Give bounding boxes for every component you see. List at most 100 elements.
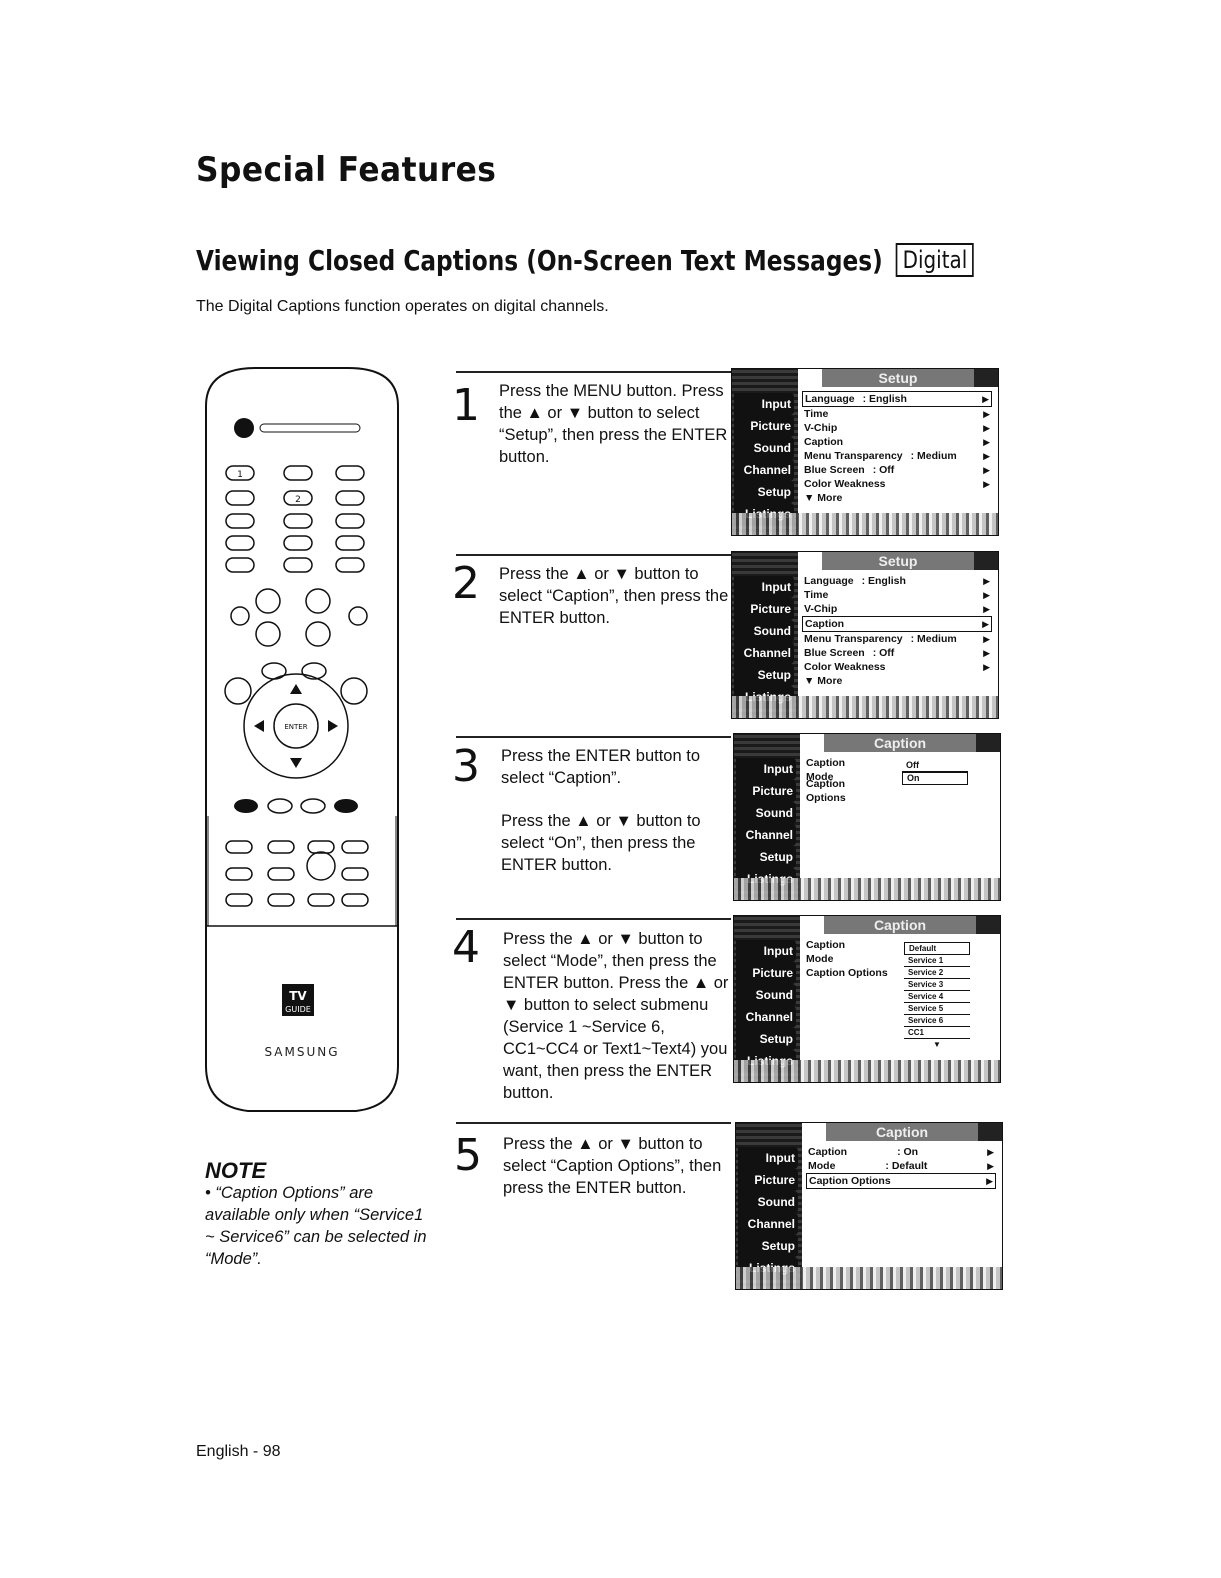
step-5-divider: [456, 1122, 731, 1124]
step-3-number: 3: [452, 741, 480, 792]
step-2-number: 2: [452, 558, 480, 609]
step-4-menu-row: Mode: [806, 953, 834, 965]
step-3-screen-title: Caption: [873, 735, 927, 751]
step-2-menu-row: ▼ More: [804, 675, 843, 687]
note-text: • “Caption Options” are available only w…: [205, 1184, 427, 1268]
step-2-menu-row: Blue Screen: Off▶: [804, 647, 990, 659]
step-1-number: 1: [452, 380, 480, 431]
step-3-menu-row: Mode: [806, 771, 834, 783]
step-1-text: Press the MENU button. Press the ▲ or ▼ …: [499, 382, 728, 466]
step-5-menu-row: Caption: On▶: [808, 1146, 994, 1158]
step-1-menu-row: Time▶: [804, 408, 990, 420]
step-1-screen-title: Setup: [878, 370, 918, 386]
step-5-tv-screen: Caption Input Picture Sound Channel Setu…: [735, 1122, 1003, 1290]
step-4-tab-picture: Picture: [736, 962, 796, 984]
step-4-option: Service 4: [904, 991, 970, 1003]
step-4-option: CC1: [904, 1027, 970, 1039]
remote-control-illustration: 1 2 TV GUIDE ENTER SAMSUNG: [205, 367, 399, 1112]
step-1-menu-row: ▼ More: [804, 492, 843, 504]
step-4-tab-channel: Channel: [736, 1006, 796, 1028]
step-3-option-off: Off: [902, 760, 968, 772]
page-number: English - 98: [196, 1443, 281, 1460]
step-1-tab-sound: Sound: [734, 437, 794, 459]
step-2-screen-title: Setup: [878, 553, 918, 569]
remote-guide-logo-bottom: GUIDE: [285, 1005, 311, 1014]
remote-key-2: 2: [295, 495, 301, 505]
remote-enter-label: ENTER: [284, 723, 307, 731]
step-5-tab-setup: Setup: [738, 1235, 798, 1257]
step-4-screen-title: Caption: [873, 917, 927, 933]
step-4-option: Service 6: [904, 1015, 970, 1027]
step-4-tab-input: Input: [736, 940, 796, 962]
step-3-tab-channel: Channel: [736, 824, 796, 846]
step-4-number: 4: [452, 922, 480, 973]
remote-key-1: 1: [237, 470, 243, 480]
step-4-option: Service 5: [904, 1003, 970, 1015]
step-4-menu-row: Caption Options: [806, 967, 888, 979]
section-title-text: Viewing Closed Captions (On-Screen Text …: [196, 243, 883, 277]
step-2-tab-channel: Channel: [734, 642, 794, 664]
step-4-tv-screen: Caption Input Picture Sound Channel Setu…: [733, 915, 1001, 1083]
step-1-menu-row: Caption▶: [804, 436, 990, 448]
page-title: Special Features: [196, 150, 497, 190]
step-2-menu-row: Time▶: [804, 589, 990, 601]
section-title: Viewing Closed Captions (On-Screen Text …: [196, 243, 974, 277]
step-1-divider: [456, 371, 731, 373]
step-1-tv-screen: Setup Input Picture Sound Channel Setup …: [731, 368, 999, 536]
step-3-text: Press the ENTER button to select “Captio…: [501, 747, 701, 787]
step-2-tab-input: Input: [734, 576, 794, 598]
step-1-menu-row: Blue Screen: Off▶: [804, 464, 990, 476]
step-3-menu-row: Caption: [806, 757, 846, 769]
step-5-tab-input: Input: [738, 1147, 798, 1169]
digital-badge: Digital: [896, 243, 974, 277]
step-3-tab-sound: Sound: [736, 802, 796, 824]
step-2-menu-row: Caption▶: [802, 616, 992, 632]
step-2-tv-screen: Setup Input Picture Sound Channel Setup …: [731, 551, 999, 719]
step-3-option-on: On: [902, 772, 968, 785]
note-title: NOTE: [205, 1158, 267, 1183]
intro-text: The Digital Captions function operates o…: [196, 298, 609, 315]
step-4-option: Service 1: [904, 955, 970, 967]
step-3-tv-screen: Caption Input Picture Sound Channel Setu…: [733, 733, 1001, 901]
step-5-screen-title: Caption: [875, 1124, 929, 1140]
step-1-tab-input: Input: [734, 393, 794, 415]
step-1-tab-channel: Channel: [734, 459, 794, 481]
step-5-menu-row: Caption Options▶: [806, 1173, 996, 1189]
step-4-text: Press the ▲ or ▼ button to select “Mode”…: [503, 930, 729, 1102]
step-2-divider: [456, 554, 731, 556]
step-5-tab-picture: Picture: [738, 1169, 798, 1191]
step-4-tab-sound: Sound: [736, 984, 796, 1006]
step-1-menu-row: Menu Transparency: Medium▶: [804, 450, 990, 462]
step-2-menu-row: Language: English▶: [804, 575, 990, 587]
step-4-option-more: ▼: [933, 1040, 941, 1049]
step-3-tab-input: Input: [736, 758, 796, 780]
step-4-tab-setup: Setup: [736, 1028, 796, 1050]
step-2-tab-picture: Picture: [734, 598, 794, 620]
step-4-option: Service 3: [904, 979, 970, 991]
step-3-menu-row: Caption Options: [806, 778, 846, 804]
step-2-menu-row: Menu Transparency: Medium▶: [804, 633, 990, 645]
remote-guide-logo-top: TV: [289, 989, 307, 1003]
step-3-text-2: Press the ▲ or ▼ button to select “On”, …: [501, 812, 701, 874]
step-1-menu-row: V-Chip▶: [804, 422, 990, 434]
step-1-tab-picture: Picture: [734, 415, 794, 437]
step-3-tab-setup: Setup: [736, 846, 796, 868]
step-1-menu-row: Language: English▶: [802, 391, 992, 407]
step-5-menu-row: Mode: Default▶: [808, 1160, 994, 1172]
step-5-tab-sound: Sound: [738, 1191, 798, 1213]
step-4-menu-row: Caption: [806, 939, 846, 951]
step-3-tab-picture: Picture: [736, 780, 796, 802]
step-2-tab-setup: Setup: [734, 664, 794, 686]
step-5-text: Press the ▲ or ▼ button to select “Capti…: [503, 1135, 722, 1197]
step-5-number: 5: [454, 1130, 482, 1181]
step-1-tab-setup: Setup: [734, 481, 794, 503]
step-2-tab-sound: Sound: [734, 620, 794, 642]
remote-brand: SAMSUNG: [264, 1045, 339, 1059]
step-3-divider: [456, 736, 731, 738]
step-4-option: Default: [904, 942, 970, 955]
step-2-menu-row: V-Chip▶: [804, 603, 990, 615]
step-2-menu-row: Color Weakness▶: [804, 661, 990, 673]
step-4-divider: [456, 918, 731, 920]
step-1-menu-row: Color Weakness▶: [804, 478, 990, 490]
step-2-text: Press the ▲ or ▼ button to select “Capti…: [499, 565, 729, 627]
